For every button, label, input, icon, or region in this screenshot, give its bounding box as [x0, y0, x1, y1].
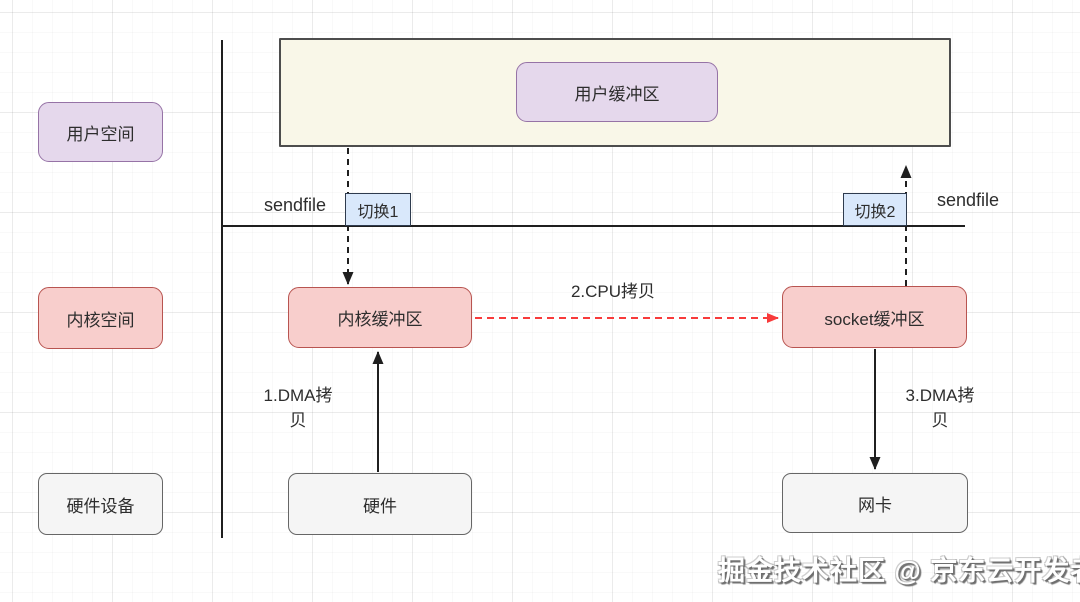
kernel-buffer-label: 内核缓冲区 [337, 310, 423, 329]
switch-2-badge: 切换2 [843, 193, 907, 226]
hardware-device-label: 硬件 [363, 496, 397, 516]
nic-node: 网卡 [782, 473, 968, 533]
nic-label: 网卡 [858, 495, 892, 515]
dma-copy-1-label: 1.DMA拷贝 [263, 386, 333, 430]
lane-label-kernel-space: 内核空间 [38, 287, 163, 349]
cpu-copy-2-label: 2.CPU拷贝 [570, 282, 656, 301]
lane-label-user-space: 用户空间 [38, 102, 163, 162]
switch-1-badge: 切换1 [345, 193, 411, 226]
switch-2-label: 切换2 [854, 203, 896, 221]
user-buffer-label: 用户缓冲区 [574, 84, 660, 104]
dma-copy-3-label: 3.DMA拷贝 [905, 386, 975, 430]
socket-buffer-label: socket缓冲区 [824, 309, 925, 329]
kernel-space-label: 内核空间 [66, 310, 135, 330]
hardware-device-node: 硬件 [288, 473, 472, 535]
sendfile-label-left: sendfile [263, 195, 327, 215]
watermark-text: 掘金技术社区 @ 京东云开发者 [718, 556, 1080, 586]
lane-label-hardware: 硬件设备 [38, 473, 163, 535]
switch-1-label: 切换1 [357, 203, 399, 221]
user-buffer-node: 用户缓冲区 [516, 62, 718, 122]
sendfile-label-right: sendfile [936, 190, 1000, 210]
kernel-buffer-node: 内核缓冲区 [288, 287, 472, 348]
socket-buffer-node: socket缓冲区 [782, 286, 967, 348]
user-space-label: 用户空间 [66, 124, 135, 144]
hardware-lane-label: 硬件设备 [66, 496, 135, 516]
